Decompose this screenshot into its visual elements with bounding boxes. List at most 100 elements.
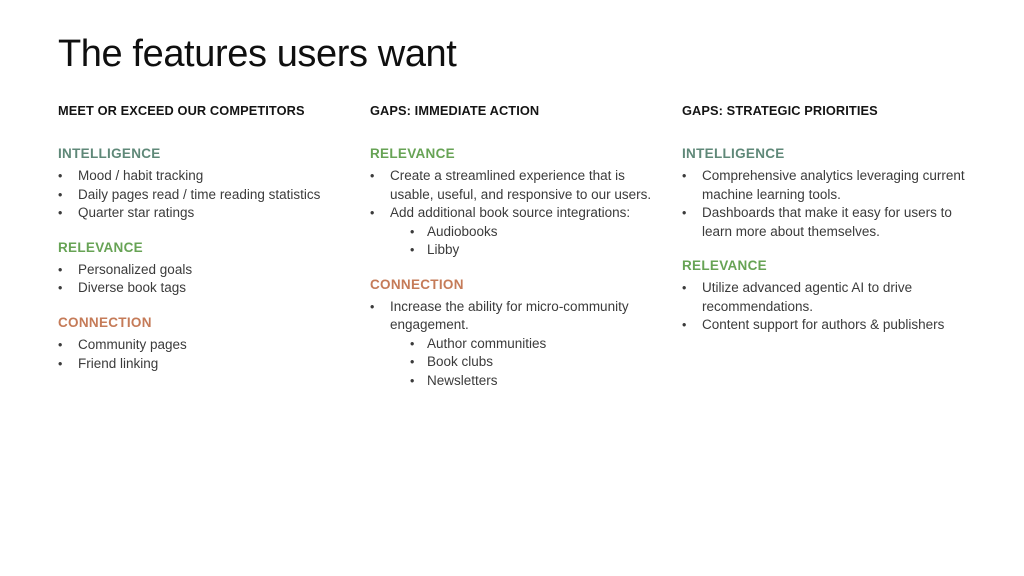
bullet-text-wrap: Book clubs [427, 353, 661, 372]
bullet-icon: • [682, 281, 687, 296]
bullet-item: • Increase the ability for micro-communi… [370, 298, 661, 391]
bullet-text-wrap: Audiobooks [427, 223, 661, 242]
bullet-text: Friend linking [78, 355, 159, 371]
feature-section: RELEVANCE • Utilize advanced agentic AI … [682, 258, 973, 335]
bullet-text: Add additional book source integrations: [390, 205, 631, 221]
bullet-item: • Content support for authors & publishe… [682, 316, 973, 335]
bullet-icon: • [682, 318, 687, 333]
bullet-icon: • [370, 299, 375, 314]
bullet-text-wrap: Friend linking [78, 355, 349, 374]
bullet-item: • Libby [410, 241, 661, 260]
bullet-icon: • [58, 169, 63, 184]
bullet-text-wrap: Libby [427, 241, 661, 260]
bullet-icon: • [410, 355, 415, 370]
bullet-text-wrap: Dashboards that make it easy for users t… [702, 204, 973, 241]
bullet-text: Mood / habit tracking [78, 168, 204, 184]
bullet-text-wrap: Newsletters [427, 372, 661, 391]
feature-section: CONNECTION • Increase the ability for mi… [370, 277, 661, 391]
bullet-list: • Increase the ability for micro-communi… [370, 298, 661, 391]
bullet-text: Dashboards that make it easy for users t… [702, 205, 952, 239]
bullet-icon: • [58, 338, 63, 353]
feature-section: CONNECTION • Community pages • Friend li… [58, 315, 349, 373]
section-heading: CONNECTION [58, 314, 152, 330]
bullet-text: Quarter star ratings [78, 205, 195, 221]
bullet-text: Libby [427, 242, 460, 258]
column-sections: INTELLIGENCE • Comprehensive analytics l… [682, 146, 973, 335]
bullet-icon: • [58, 281, 63, 296]
bullet-text: Diverse book tags [78, 280, 187, 296]
bullet-icon: • [682, 206, 687, 221]
feature-section: RELEVANCE • Personalized goals • Diverse… [58, 240, 349, 298]
bullet-icon: • [370, 206, 375, 221]
section-heading: INTELLIGENCE [58, 146, 161, 162]
bullet-list: • Community pages • Friend linking [58, 336, 349, 373]
bullet-text: Create a streamlined experience that is … [390, 168, 652, 202]
feature-section: RELEVANCE • Create a streamlined experie… [370, 146, 661, 260]
bullet-text-wrap: Community pages [78, 336, 349, 355]
bullet-list: • Comprehensive analytics leveraging cur… [682, 167, 973, 241]
column-sections: INTELLIGENCE • Mood / habit tracking • D… [58, 146, 349, 373]
bullet-item: • Newsletters [410, 372, 661, 391]
bullet-icon: • [58, 187, 63, 202]
bullet-item: • Diverse book tags [58, 279, 349, 298]
section-heading: CONNECTION [370, 276, 464, 292]
section-heading: RELEVANCE [370, 146, 455, 162]
feature-column: GAPS: IMMEDIATE ACTION RELEVANCE • Creat… [370, 103, 661, 408]
bullet-text-wrap: Mood / habit tracking [78, 167, 349, 186]
sub-bullet-list: • Author communities • Book clubs • News… [410, 335, 661, 391]
bullet-item: • Quarter star ratings [58, 204, 349, 223]
bullet-text-wrap: Add additional book source integrations:… [390, 204, 661, 260]
bullet-text-wrap: Diverse book tags [78, 279, 349, 298]
bullet-text-wrap: Personalized goals [78, 261, 349, 280]
bullet-text: Content support for authors & publishers [702, 317, 945, 333]
bullet-item: • Community pages [58, 336, 349, 355]
bullet-text-wrap: Daily pages read / time reading statisti… [78, 186, 349, 205]
column-sections: RELEVANCE • Create a streamlined experie… [370, 146, 661, 390]
sub-bullet-list: • Audiobooks • Libby [410, 223, 661, 260]
column-header: GAPS: STRATEGIC PRIORITIES [682, 102, 878, 118]
bullet-icon: • [410, 224, 415, 239]
bullet-item: • Add additional book source integration… [370, 204, 661, 260]
bullet-item: • Friend linking [58, 355, 349, 374]
feature-section: INTELLIGENCE • Mood / habit tracking • D… [58, 146, 349, 223]
bullet-list: • Create a streamlined experience that i… [370, 167, 661, 260]
feature-column: MEET OR EXCEED OUR COMPETITORS INTELLIGE… [58, 103, 349, 408]
bullet-item: • Daily pages read / time reading statis… [58, 186, 349, 205]
column-header: GAPS: IMMEDIATE ACTION [370, 102, 540, 118]
bullet-text: Book clubs [427, 354, 494, 370]
bullet-text: Daily pages read / time reading statisti… [78, 186, 321, 202]
section-heading: RELEVANCE [58, 239, 143, 255]
bullet-text: Newsletters [427, 372, 498, 388]
columns-container: MEET OR EXCEED OUR COMPETITORS INTELLIGE… [58, 103, 974, 408]
bullet-text: Author communities [427, 335, 547, 351]
feature-section: INTELLIGENCE • Comprehensive analytics l… [682, 146, 973, 241]
bullet-item: • Utilize advanced agentic AI to drive r… [682, 279, 973, 316]
bullet-item: • Personalized goals [58, 261, 349, 280]
bullet-text-wrap: Content support for authors & publishers [702, 316, 973, 335]
bullet-icon: • [682, 169, 687, 184]
bullet-text: Community pages [78, 337, 187, 353]
feature-column: GAPS: STRATEGIC PRIORITIES INTELLIGENCE … [682, 103, 973, 408]
bullet-icon: • [410, 243, 415, 258]
bullet-list: • Utilize advanced agentic AI to drive r… [682, 279, 973, 335]
bullet-text-wrap: Author communities [427, 335, 661, 354]
bullet-item: • Create a streamlined experience that i… [370, 167, 661, 204]
bullet-item: • Audiobooks [410, 223, 661, 242]
bullet-text-wrap: Quarter star ratings [78, 204, 349, 223]
bullet-text: Comprehensive analytics leveraging curre… [702, 168, 965, 202]
section-heading: RELEVANCE [682, 258, 767, 274]
bullet-icon: • [370, 169, 375, 184]
bullet-text: Utilize advanced agentic AI to drive rec… [702, 280, 913, 314]
bullet-text: Personalized goals [78, 261, 193, 277]
bullet-icon: • [410, 373, 415, 388]
bullet-list: • Mood / habit tracking • Daily pages re… [58, 167, 349, 223]
bullet-icon: • [58, 206, 63, 221]
bullet-text-wrap: Utilize advanced agentic AI to drive rec… [702, 279, 973, 316]
bullet-item: • Author communities [410, 335, 661, 354]
section-heading: INTELLIGENCE [682, 146, 785, 162]
column-header: MEET OR EXCEED OUR COMPETITORS [58, 102, 305, 118]
bullet-item: • Book clubs [410, 353, 661, 372]
bullet-text-wrap: Increase the ability for micro-community… [390, 298, 661, 391]
slide-title: The features users want [58, 33, 457, 75]
